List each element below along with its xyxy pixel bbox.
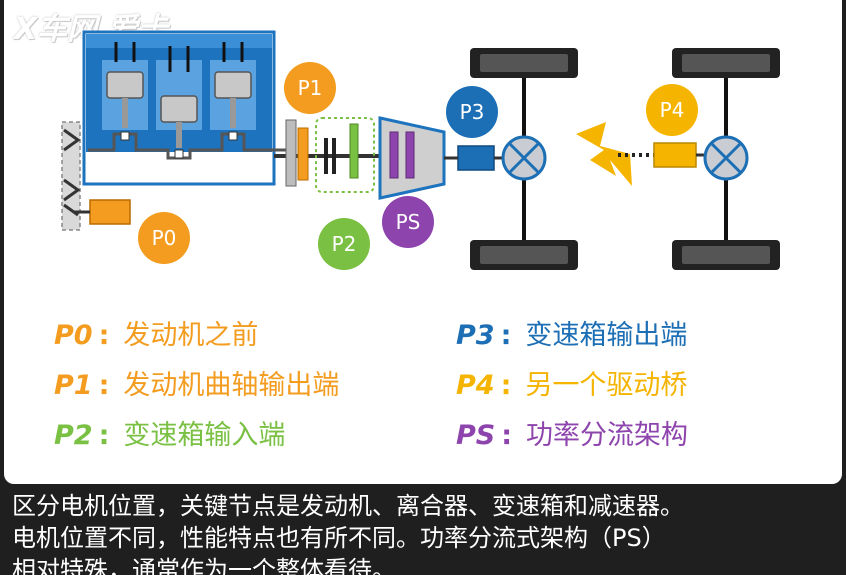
legend-item-ps: PS:功率分流架构 [456, 420, 689, 451]
legend-item-p2: P2:变速箱输入端 [54, 420, 286, 451]
caption-line: 电机位置不同，性能特点也有所不同。功率分流式架构（PS） [12, 524, 666, 552]
p0-motor [89, 199, 131, 225]
svg-text:PS: PS [396, 210, 421, 234]
svg-text:P3: P3 [460, 100, 485, 124]
legend-item-p3: P3:变速箱输出端 [456, 320, 688, 351]
caption: 区分电机位置，关键节点是发动机、离合器、变速箱和减速器。 电机位置不同，性能特点… [12, 490, 842, 575]
p1-motor [285, 119, 309, 187]
badge-p3: P3 [446, 86, 498, 138]
legend-desc: 功率分流架构 [526, 420, 689, 451]
legend-item-p1: P1:发动机曲轴输出端 [54, 370, 340, 401]
badge-p0: P0 [138, 212, 190, 264]
svg-text:P4: P4 [660, 98, 685, 122]
diagram-panel: X车网 爱卡 [4, 0, 842, 484]
legend-key: P4 [456, 370, 495, 401]
p0-belt-drive [61, 121, 131, 231]
legend-key: P1 [54, 370, 93, 401]
lightning-bolt-icon [576, 122, 632, 186]
legend-key: P0 [54, 320, 93, 351]
legend-desc: 变速箱输出端 [525, 320, 688, 351]
svg-text:P1: P1 [298, 76, 323, 100]
p3-motor [457, 145, 495, 171]
engine-block [82, 30, 288, 186]
legend-desc: 另一个驱动桥 [525, 370, 688, 401]
badge-p2: P2 [318, 218, 370, 270]
caption-line: 区分电机位置，关键节点是发动机、离合器、变速箱和减速器。 [12, 492, 684, 520]
front-axle [470, 48, 578, 270]
legend-desc: 发动机曲轴输出端 [123, 370, 340, 401]
badge-ps: PS [382, 196, 434, 248]
p4-motor [653, 142, 697, 168]
powertrain-diagram: P0 P1 P2 PS P3 [61, 30, 780, 270]
svg-text:P2: P2 [332, 232, 357, 256]
legend-desc: 发动机之前 [123, 320, 259, 351]
legend-key: PS [456, 420, 496, 451]
legend-item-p0: P0:发动机之前 [54, 320, 259, 351]
legend-key: P3 [456, 320, 495, 351]
p2-clutch-motor [315, 117, 375, 193]
legend-key: P2 [54, 420, 93, 451]
rear-axle [672, 48, 780, 270]
caption-line: 相对特殊，通常作为一个整体看待。 [12, 556, 396, 575]
badge-p4: P4 [646, 84, 698, 136]
transmission [378, 116, 446, 200]
legend-item-p4: P4:另一个驱动桥 [456, 370, 688, 401]
legend-desc: 变速箱输入端 [123, 420, 286, 451]
svg-text:P0: P0 [152, 226, 177, 250]
badge-p1: P1 [284, 62, 336, 114]
